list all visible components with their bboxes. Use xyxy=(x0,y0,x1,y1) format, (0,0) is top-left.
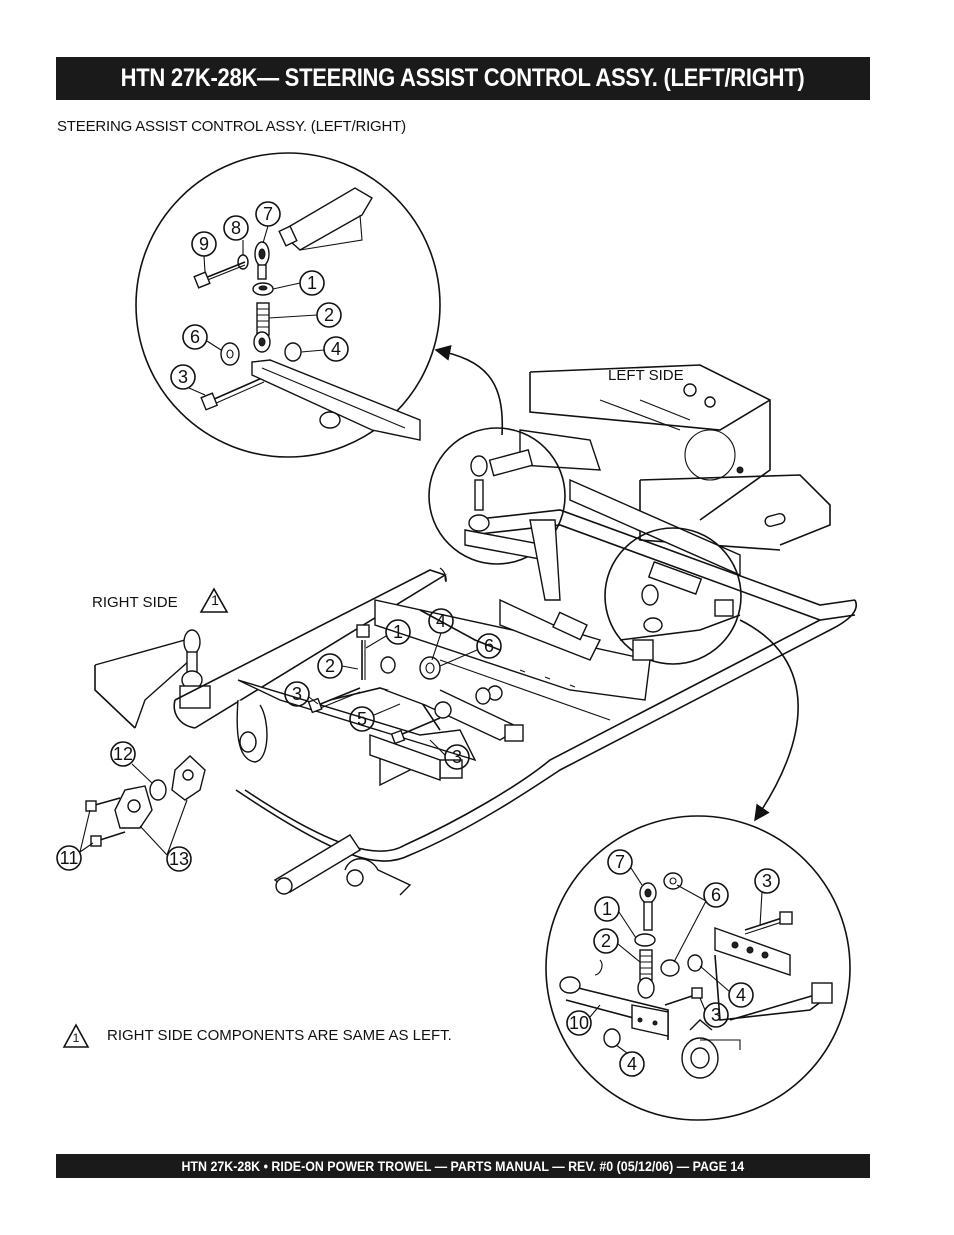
top-detail-view: 9 8 7 1 2 6 4 3 xyxy=(135,152,441,458)
callout-6: 6 xyxy=(182,324,208,350)
svg-text:3: 3 xyxy=(762,871,772,891)
callout-8: 8 xyxy=(223,215,249,241)
svg-text:8: 8 xyxy=(231,218,241,238)
svg-text:4: 4 xyxy=(331,339,341,359)
page-footer: HTN 27K-28K • RIDE-ON POWER TROWEL — PAR… xyxy=(181,1158,745,1174)
main-frame-assembly: RIGHT SIDE 1 xyxy=(56,567,857,896)
svg-text:10: 10 xyxy=(569,1013,589,1033)
svg-text:13: 13 xyxy=(169,849,189,869)
callout-9: 9 xyxy=(191,231,217,257)
svg-text:7: 7 xyxy=(615,852,625,872)
callout-3: 3 xyxy=(444,744,470,770)
svg-text:6: 6 xyxy=(711,885,721,905)
note-text: RIGHT SIDE COMPONENTS ARE SAME AS LEFT. xyxy=(107,1027,452,1044)
left-side-label: LEFT SIDE xyxy=(608,367,684,384)
callout-3: 3 xyxy=(754,868,780,894)
svg-text:4: 4 xyxy=(627,1054,637,1074)
callout-4: 4 xyxy=(619,1051,645,1077)
callout-6: 6 xyxy=(703,882,729,908)
callout-7: 7 xyxy=(607,849,633,875)
callout-1: 1 xyxy=(385,619,411,645)
note-triangle-icon xyxy=(62,1023,90,1048)
left-detail-circle xyxy=(428,427,566,565)
callout-12: 12 xyxy=(110,741,136,767)
callout-1: 1 xyxy=(594,896,620,922)
callout-3: 3 xyxy=(703,1002,729,1028)
callout-3: 3 xyxy=(170,364,196,390)
left-side-assembly: LEFT SIDE xyxy=(428,364,856,665)
svg-text:9: 9 xyxy=(199,234,209,254)
svg-text:4: 4 xyxy=(436,611,446,631)
callout-1: 1 xyxy=(299,270,325,296)
svg-text:1: 1 xyxy=(211,592,219,608)
svg-text:3: 3 xyxy=(452,747,462,767)
section-subtitle: STEERING ASSIST CONTROL ASSY. (LEFT/RIGH… xyxy=(57,118,406,135)
right-detail-circle xyxy=(604,527,742,665)
callout-2: 2 xyxy=(593,928,619,954)
callout-2: 2 xyxy=(317,653,343,679)
svg-text:6: 6 xyxy=(190,327,200,347)
callout-2: 2 xyxy=(316,302,342,328)
callout-3: 3 xyxy=(284,681,310,707)
svg-text:7: 7 xyxy=(263,204,273,224)
right-side-label: RIGHT SIDE xyxy=(92,594,178,611)
svg-text:1: 1 xyxy=(393,622,403,642)
note: 1 RIGHT SIDE COMPONENTS ARE SAME AS LEFT… xyxy=(62,1023,452,1048)
svg-text:3: 3 xyxy=(711,1005,721,1025)
callout-4: 4 xyxy=(728,982,754,1008)
bottom-detail-circle xyxy=(545,815,851,1121)
callout-4: 4 xyxy=(323,336,349,362)
svg-text:1: 1 xyxy=(307,273,317,293)
callout-10: 10 xyxy=(566,1010,592,1036)
svg-text:1: 1 xyxy=(602,899,612,919)
svg-text:2: 2 xyxy=(601,931,611,951)
callout-13: 13 xyxy=(166,846,192,872)
svg-text:6: 6 xyxy=(484,636,494,656)
note-marker: 1 xyxy=(73,1031,80,1045)
svg-text:2: 2 xyxy=(325,656,335,676)
right-side-note-marker: 1 xyxy=(199,587,229,613)
callout-11: 11 xyxy=(56,845,82,871)
svg-text:3: 3 xyxy=(178,367,188,387)
svg-text:11: 11 xyxy=(60,848,79,868)
svg-text:2: 2 xyxy=(324,305,334,325)
svg-text:3: 3 xyxy=(292,684,302,704)
callout-6: 6 xyxy=(476,633,502,659)
callout-7: 7 xyxy=(255,201,281,227)
svg-text:12: 12 xyxy=(113,744,133,764)
page-title-bar: HTN 27K-28K— STEERING ASSIST CONTROL ASS… xyxy=(56,57,870,100)
page-title: HTN 27K-28K— STEERING ASSIST CONTROL ASS… xyxy=(121,64,805,92)
page-footer-bar: HTN 27K-28K • RIDE-ON POWER TROWEL — PAR… xyxy=(56,1154,870,1178)
svg-text:5: 5 xyxy=(357,709,367,729)
callout-5: 5 xyxy=(349,706,375,732)
svg-text:4: 4 xyxy=(736,985,746,1005)
bottom-detail-view: 7 6 3 1 2 4 3 10 4 xyxy=(545,815,851,1121)
top-detail-circle xyxy=(135,152,441,458)
